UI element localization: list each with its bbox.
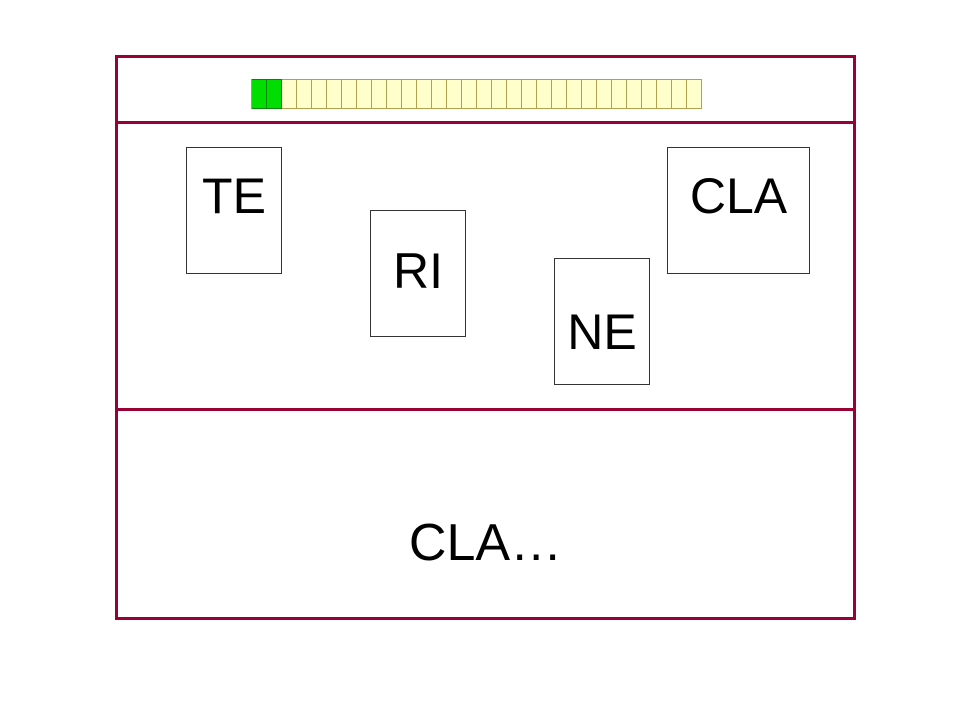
progress-cell-pending bbox=[522, 79, 537, 109]
progress-cell-pending bbox=[537, 79, 552, 109]
progress-cell-pending bbox=[627, 79, 642, 109]
progress-cell-pending bbox=[477, 79, 492, 109]
exercise-frame: TE RI NE CLA CLA… bbox=[115, 55, 856, 620]
syllable-card-label: NE bbox=[567, 303, 637, 360]
progress-cell-pending bbox=[372, 79, 387, 109]
syllable-card-cla[interactable]: CLA bbox=[667, 147, 810, 274]
progress-bar bbox=[251, 79, 702, 109]
progress-cell-pending bbox=[327, 79, 342, 109]
progress-cell-pending bbox=[612, 79, 627, 109]
progress-cell-pending bbox=[552, 79, 567, 109]
syllable-card-ri[interactable]: RI bbox=[370, 210, 466, 337]
progress-cell-pending bbox=[672, 79, 687, 109]
progress-cell-pending bbox=[582, 79, 597, 109]
progress-cell-pending bbox=[507, 79, 522, 109]
progress-cell-pending bbox=[567, 79, 582, 109]
bottom-divider bbox=[118, 408, 853, 411]
progress-cell-pending bbox=[642, 79, 657, 109]
progress-cell-pending bbox=[432, 79, 447, 109]
progress-cell-pending bbox=[492, 79, 507, 109]
progress-cell-pending bbox=[402, 79, 417, 109]
progress-cell-pending bbox=[447, 79, 462, 109]
syllable-card-te[interactable]: TE bbox=[186, 147, 282, 274]
progress-cell-pending bbox=[297, 79, 312, 109]
syllable-card-ne[interactable]: NE bbox=[554, 258, 650, 385]
syllable-card-label: CLA bbox=[689, 167, 788, 224]
top-divider bbox=[118, 121, 853, 124]
progress-cell-pending bbox=[597, 79, 612, 109]
progress-cell-pending bbox=[282, 79, 297, 109]
progress-cell-pending bbox=[357, 79, 372, 109]
syllable-card-label: RI bbox=[393, 242, 443, 299]
progress-cell-pending bbox=[387, 79, 402, 109]
syllable-card-label: TE bbox=[202, 167, 266, 224]
progress-cell-done bbox=[267, 79, 282, 109]
progress-cell-pending bbox=[657, 79, 672, 109]
progress-cell-done bbox=[252, 79, 267, 109]
progress-cell-pending bbox=[417, 79, 432, 109]
progress-cell-pending bbox=[342, 79, 357, 109]
progress-cell-pending bbox=[687, 79, 702, 109]
progress-cell-pending bbox=[312, 79, 327, 109]
answer-text: CLA… bbox=[408, 514, 563, 572]
progress-cell-pending bbox=[462, 79, 477, 109]
